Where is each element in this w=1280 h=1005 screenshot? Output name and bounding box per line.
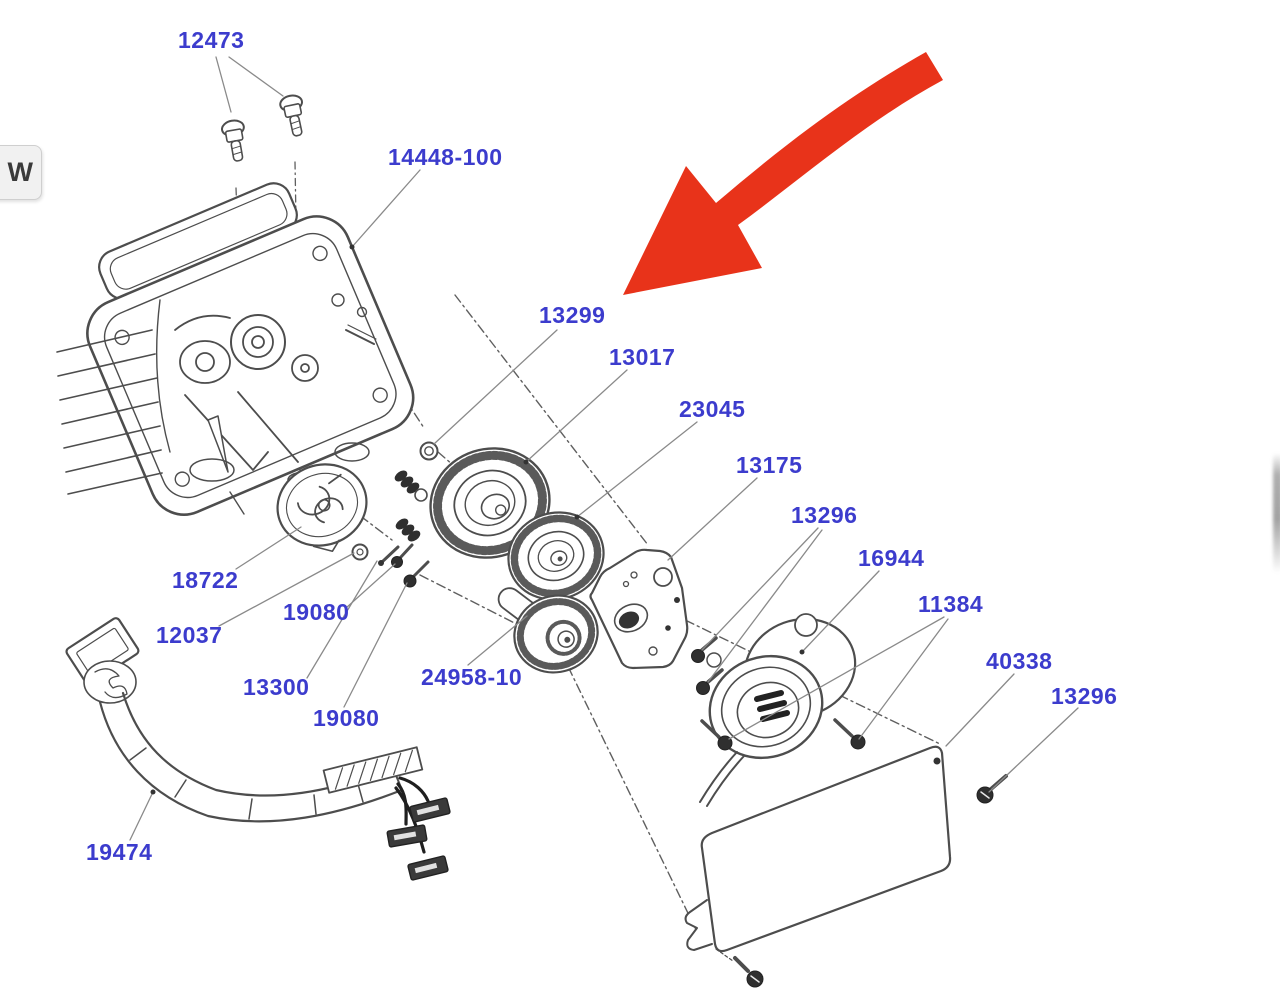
part-label-13175: 13175 (736, 452, 803, 478)
part-label-13296-cover: 13296 (1051, 683, 1118, 709)
part-label-13017: 13017 (609, 344, 676, 370)
part-label-24958-10: 24958-10 (421, 664, 523, 690)
part-label-13296-plate: 13296 (791, 502, 858, 528)
right-edge-artifact (1273, 453, 1280, 573)
part-label-40338: 40338 (986, 648, 1053, 674)
view-button-label: W (7, 157, 33, 187)
part-label-13299: 13299 (539, 302, 606, 328)
part-label-18722: 18722 (172, 567, 239, 593)
motor-screws-drawing (700, 718, 866, 751)
part-label-16944: 16944 (858, 545, 925, 571)
part-label-14448-100: 14448-100 (388, 144, 503, 170)
spade-terminals (386, 797, 451, 881)
leader-lines (129, 56, 1079, 841)
cover-plate-drawing (684, 745, 952, 988)
motor-housing-drawing (56, 182, 415, 516)
wire-harness-drawing (65, 617, 451, 881)
part-label-23045: 23045 (679, 396, 746, 422)
red-callout-arrow (623, 52, 943, 295)
retaining-ring-drawing (419, 441, 439, 461)
view-button-partial[interactable]: W (0, 145, 42, 200)
cover-screws-drawing (221, 94, 304, 162)
mounting-plate-drawing (589, 548, 689, 670)
drive-motor-drawing (699, 613, 857, 807)
part-label-13300: 13300 (243, 674, 310, 700)
part-label-19080-lower: 19080 (313, 705, 380, 731)
part-label-12473: 12473 (178, 27, 245, 53)
cam-disc-drawing (276, 463, 368, 553)
small-hardware-drawing (351, 470, 430, 588)
part-label-19474: 19474 (86, 839, 153, 865)
pinion-assembly-drawing (497, 587, 599, 674)
part-label-12037: 12037 (156, 622, 223, 648)
part-label-11384: 11384 (918, 591, 984, 617)
part-label-19080-upper: 19080 (283, 599, 350, 625)
